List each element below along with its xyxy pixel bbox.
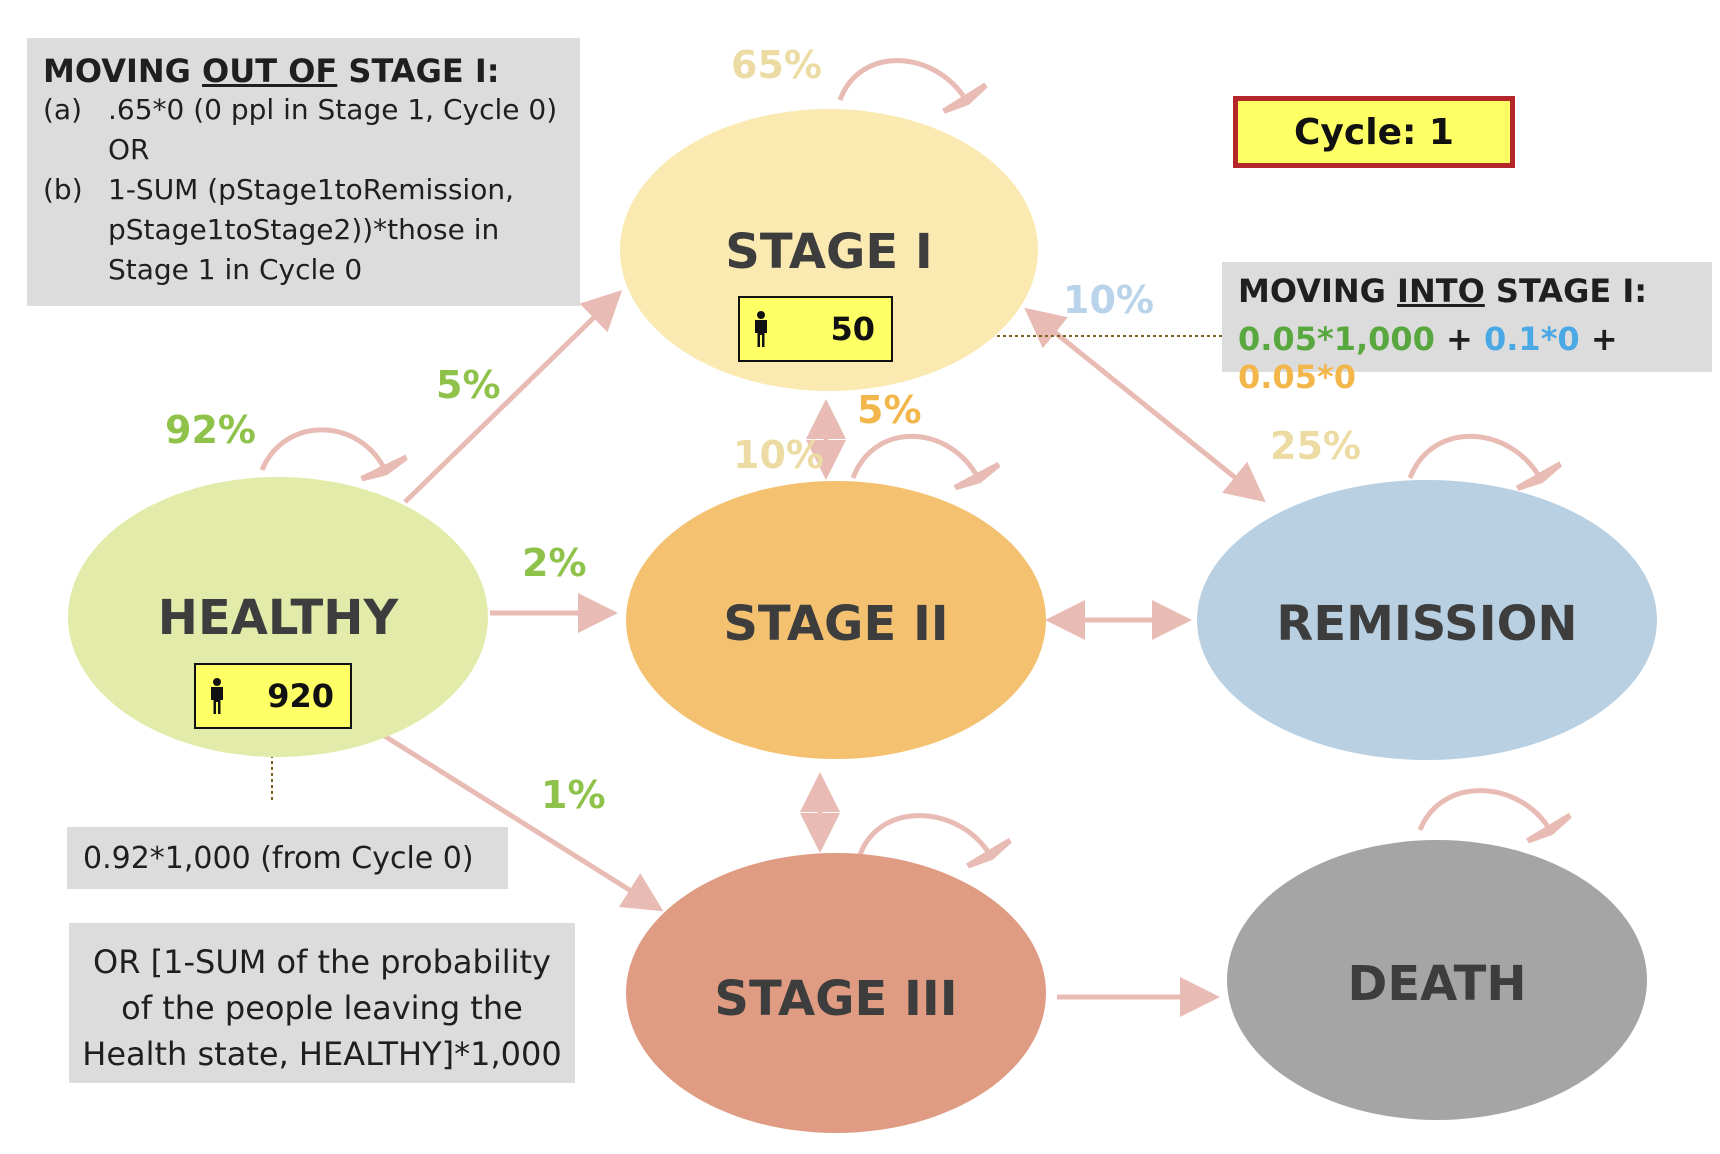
moving-out-item-b: (b) 1-SUM (pStage1toRemission, pStage1to… (43, 173, 514, 286)
person-icon (211, 678, 223, 714)
node-stage3[interactable] (626, 853, 1046, 1133)
cycle-indicator: Cycle: 1 (1233, 96, 1515, 168)
loop-death (1417, 788, 1550, 830)
prob-healthy-self: 92% (165, 408, 256, 452)
stage1-count-box: 50 (738, 296, 893, 362)
node-healthy[interactable] (68, 477, 488, 757)
node-label-healthy: HEALTHY (158, 590, 400, 646)
node-stage1[interactable] (620, 109, 1038, 391)
prob-healthy-to-stage2: 2% (522, 541, 587, 585)
node-label-death: DEATH (1348, 956, 1527, 1012)
prob-stage1-self: 65% (731, 43, 822, 87)
loop-stage1 (837, 58, 966, 100)
moving-into-box: MOVING INTO STAGE I: 0.05*1,000 + 0.1*0 … (1222, 262, 1712, 396)
person-icon (755, 311, 767, 347)
loop-healthy (259, 427, 385, 470)
prob-remission-self: 25% (1270, 424, 1361, 468)
moving-into-title: MOVING INTO STAGE I: (1238, 272, 1648, 310)
moving-out-box: MOVING OUT OF STAGE I: (a) .65*0 (0 ppl … (27, 38, 580, 306)
node-death[interactable] (1227, 840, 1647, 1120)
moving-out-title: MOVING OUT OF STAGE I: (43, 52, 500, 90)
moving-into-formula: 0.05*1,000 + 0.1*0 + 0.05*0 (1238, 320, 1618, 396)
node-label-stage3: STAGE III (714, 971, 957, 1027)
arrow-healthy-to-stage1 (403, 290, 623, 504)
node-label-stage2: STAGE II (723, 596, 948, 652)
healthy-count: 920 (267, 677, 334, 715)
node-label-remission: REMISSION (1276, 596, 1577, 652)
healthy-formula-box: 0.92*1,000 (from Cycle 0) (67, 827, 508, 889)
prob-remission-to-stage1: 10% (1063, 278, 1154, 322)
prob-stage1-to-stage2: 10% (733, 433, 824, 477)
loop-stage2 (850, 433, 978, 478)
node-label-stage1: STAGE I (725, 224, 933, 280)
arrow-stage1-remission (1024, 307, 1266, 503)
loop-remission (1407, 433, 1540, 478)
loop-stage3 (857, 813, 990, 855)
healthy-or-box: OR [1-SUM of the probability of the peop… (69, 923, 575, 1083)
healthy-count-box: 920 (194, 663, 352, 729)
moving-out-item-a: (a) .65*0 (0 ppl in Stage 1, Cycle 0) OR (43, 93, 558, 166)
prob-stage2-to-stage1: 5% (857, 388, 922, 432)
cycle-label: Cycle: 1 (1294, 111, 1454, 153)
node-remission[interactable] (1197, 480, 1657, 760)
prob-healthy-to-stage1: 5% (436, 363, 501, 407)
node-stage2[interactable] (626, 481, 1046, 759)
stage1-count: 50 (830, 310, 875, 348)
arrow-healthy-to-stage3 (381, 732, 664, 912)
prob-healthy-to-stage3: 1% (541, 773, 606, 817)
